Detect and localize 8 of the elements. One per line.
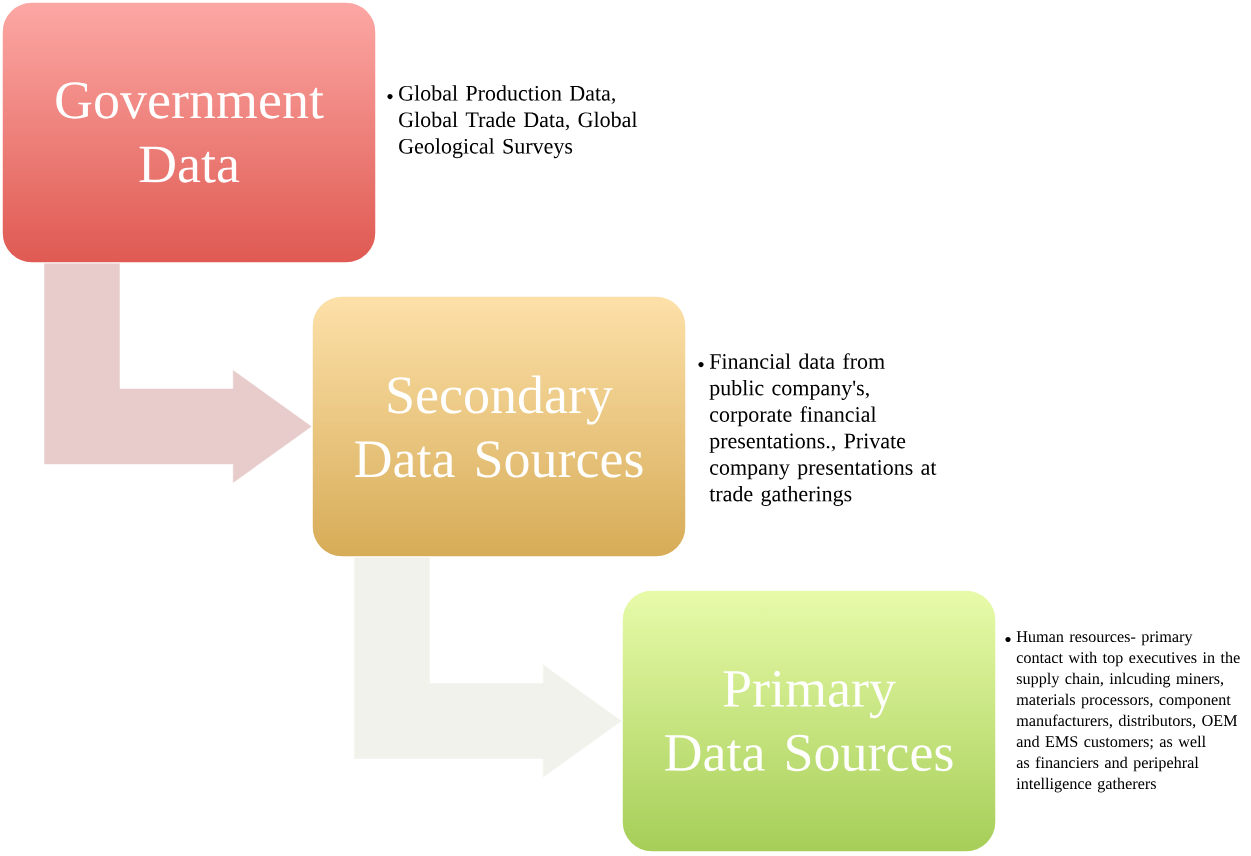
process-box: Government Data xyxy=(1,1,377,264)
bent-arrow xyxy=(44,263,312,483)
bullet-text: Global Production Data, Global Trade Data, Global Geological Surveys xyxy=(387,85,638,159)
process-box: Secondary Data Sources xyxy=(311,295,687,558)
process-box: Primary Data Sources xyxy=(621,589,997,853)
bullet-text: Human resources- primary contact with top executives in the supply chain, inlcuding miners, materials processors, component manufacturers, distributors, OEM and EMS customers; as well as financiers and peripehral intelligence gatherers xyxy=(1005,631,1240,793)
bullet-text: Financial data from public company's, corporate financial presentations., Private company presentations at trade gatherings xyxy=(698,353,937,506)
bent-arrow xyxy=(354,557,622,778)
